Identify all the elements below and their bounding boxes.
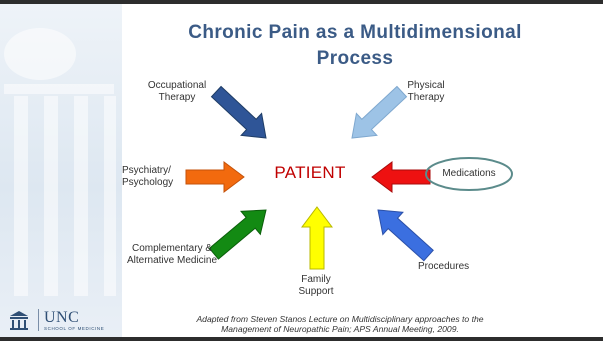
- label-psychiatry: Psychiatry/ Psychology: [122, 165, 174, 188]
- arrow-complementary: [208, 209, 267, 260]
- family-support-arrow-icon: [301, 206, 333, 270]
- arrow-family-support: [301, 206, 333, 270]
- unc-logo-subtitle: SCHOOL OF MEDICINE: [44, 326, 105, 331]
- logo-divider: [38, 309, 39, 331]
- citation: Adapted from Steven Stanos Lecture on Mu…: [196, 314, 484, 334]
- building-watermark-icon: [4, 28, 116, 296]
- arrow-physical-therapy: [351, 85, 408, 139]
- psychiatry-arrow-icon: [185, 161, 245, 193]
- arrow-medications: [371, 161, 431, 193]
- label-occupational-therapy: Occupational Therapy: [147, 80, 207, 103]
- label-medications: Medications: [442, 168, 496, 179]
- unc-building-logo-icon: [10, 311, 28, 330]
- medications-arrow-icon: [371, 161, 431, 193]
- medications-oval: [425, 157, 513, 191]
- label-procedures: Procedures: [418, 261, 470, 272]
- label-family-support: Family Support: [298, 274, 334, 297]
- arrow-occupational-therapy: [210, 85, 267, 139]
- occupational-therapy-arrow-icon: [210, 85, 267, 139]
- unc-logo-text: UNC: [44, 309, 80, 326]
- label-complementary: Complementary & Alternative Medicine: [126, 243, 218, 266]
- bottom-border: [0, 337, 603, 341]
- physical-therapy-arrow-icon: [351, 85, 408, 139]
- background-building-band: [0, 4, 122, 337]
- arrow-procedures: [377, 209, 434, 262]
- procedures-arrow-icon: [377, 209, 434, 262]
- complementary-arrow-icon: [208, 209, 267, 260]
- center-patient: PATIENT: [274, 163, 346, 182]
- slide-title: Chronic Pain as a Multidimensional Proce…: [188, 22, 522, 69]
- arrow-psychiatry: [185, 161, 245, 193]
- label-physical-therapy: Physical Therapy: [407, 80, 445, 103]
- top-border: [0, 0, 603, 4]
